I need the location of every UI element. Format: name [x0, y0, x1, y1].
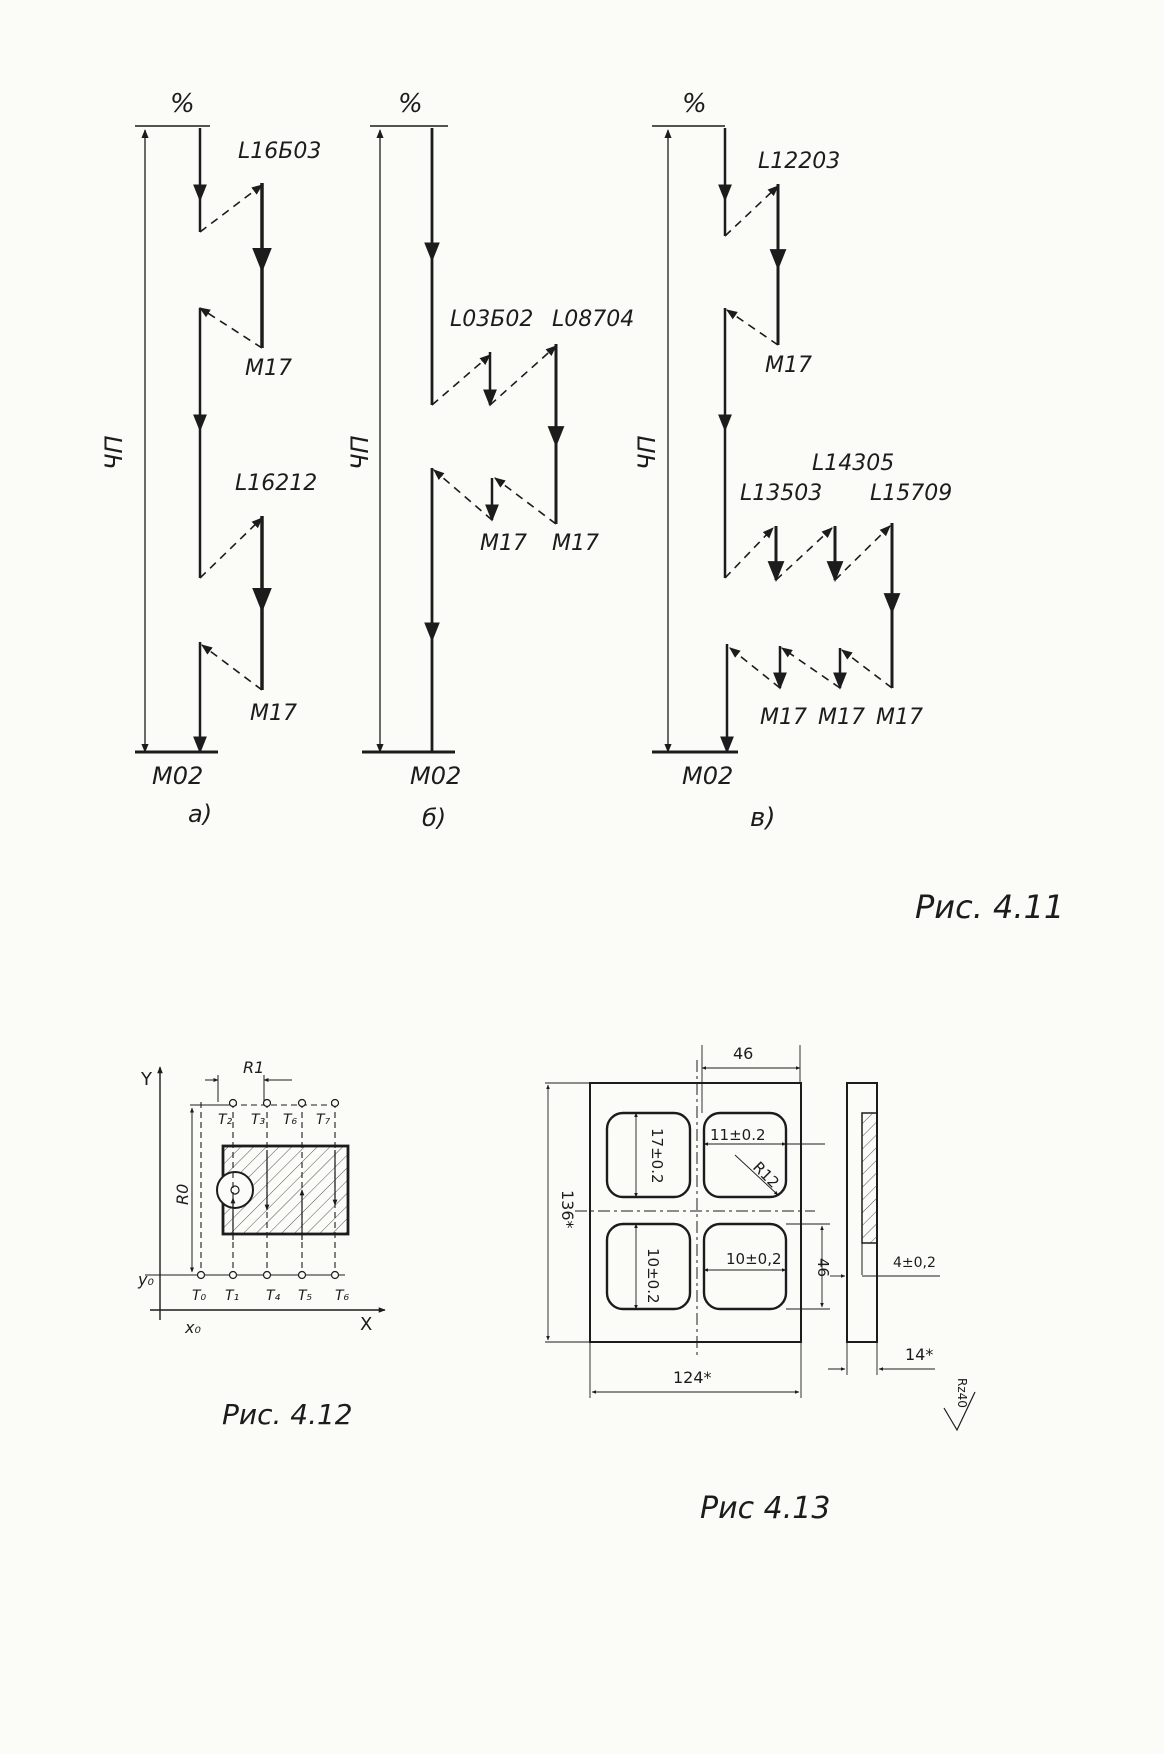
label-l16b03: L16Б03	[238, 139, 321, 164]
start-percent: %	[170, 89, 195, 119]
dim-14: 14*	[905, 1345, 933, 1364]
point-t6: T₆	[283, 1112, 298, 1128]
label-l12203: L12203	[758, 149, 840, 174]
point-t5: T₅	[298, 1288, 313, 1304]
caption-a: а)	[188, 800, 212, 828]
point-t1: T₁	[225, 1288, 239, 1304]
fig-4-11-a-labels: % ЧП L16Б03 M17 L16212 M17 M02 а)	[100, 89, 321, 828]
label-m17-2: M17	[760, 705, 807, 730]
fig-4-12	[145, 1066, 386, 1320]
label-l14305: L14305	[812, 451, 894, 476]
label-l13503: L13503	[740, 481, 822, 506]
axis-label: ЧП	[633, 436, 661, 471]
axis-label: ЧП	[346, 436, 374, 471]
label-m17-1: M17	[765, 353, 812, 378]
caption-b: б)	[422, 804, 446, 832]
caption-v: в)	[750, 803, 775, 833]
label-y0: y₀	[137, 1270, 154, 1289]
caption-fig-4-11: Рис. 4.11	[915, 888, 1064, 926]
fig-4-11-v	[652, 125, 901, 754]
label-l03b02: L03Б02	[450, 307, 533, 332]
fig-4-11-b	[362, 125, 565, 754]
roughness-rz40: Rz40	[955, 1378, 969, 1408]
point-t6b: T₆	[335, 1288, 350, 1304]
dim-10-right: 10±0,2	[726, 1250, 782, 1268]
axis-x: X	[360, 1314, 372, 1335]
dim-136: 136*	[558, 1190, 577, 1229]
end-m02: M02	[152, 762, 203, 790]
label-x0: x₀	[184, 1318, 201, 1337]
label-l08704: L08704	[552, 307, 634, 332]
dim-124: 124*	[673, 1368, 712, 1387]
end-m02: M02	[410, 762, 461, 790]
dim-10-left: 10±0.2	[644, 1248, 662, 1304]
caption-fig-4-13: Рис 4.13	[700, 1491, 830, 1526]
fig-4-11-b-labels: % ЧП L03Б02 L08704 M17 M17 M02 б)	[346, 89, 634, 832]
start-percent: %	[398, 89, 423, 119]
label-m17-2: M17	[250, 701, 297, 726]
dim-r12: R12	[749, 1158, 783, 1192]
dim-46-right: 46	[814, 1258, 832, 1277]
dim-r1: R1	[243, 1058, 264, 1077]
point-t7: T₇	[316, 1112, 331, 1128]
caption-fig-4-12: Рис. 4.12	[222, 1398, 353, 1431]
label-m17-1: M17	[245, 356, 292, 381]
point-t2: T₂	[218, 1112, 233, 1128]
point-t3: T₃	[251, 1112, 266, 1128]
point-t4: T₄	[266, 1288, 281, 1304]
label-m17-1: M17	[480, 531, 527, 556]
start-percent: %	[682, 89, 707, 119]
fig-4-11-a	[135, 125, 272, 754]
fig-4-12-labels: R1 R0 Y X y₀ x₀ T₂ T₃ T₆ T₇ T₀ T₁ T₄ T₅ …	[137, 1058, 372, 1431]
dim-17: 17±0.2	[648, 1128, 666, 1184]
fig-4-11-v-labels: % ЧП L12203 M17 L14305 L13503 L15709 M17…	[633, 89, 952, 833]
end-m02: M02	[682, 762, 733, 790]
axis-y: Y	[140, 1069, 153, 1090]
dim-r0: R0	[173, 1184, 192, 1205]
dim-11: 11±0.2	[710, 1126, 766, 1144]
label-m17-3: M17	[818, 705, 865, 730]
fig-4-13-labels: 46 17±0.2 11±0.2 R12 136* 10±0.2 10±0,2 …	[558, 1044, 969, 1526]
label-m17-4: M17	[876, 705, 923, 730]
dim-46-top: 46	[733, 1044, 753, 1063]
fig-4-13	[545, 1045, 976, 1432]
axis-label: ЧП	[100, 436, 128, 471]
label-l16212: L16212	[235, 471, 317, 496]
dim-4: 4±0,2	[893, 1255, 936, 1271]
label-m17-2: M17	[552, 531, 599, 556]
label-l15709: L15709	[870, 481, 952, 506]
point-t0: T₀	[192, 1288, 207, 1304]
